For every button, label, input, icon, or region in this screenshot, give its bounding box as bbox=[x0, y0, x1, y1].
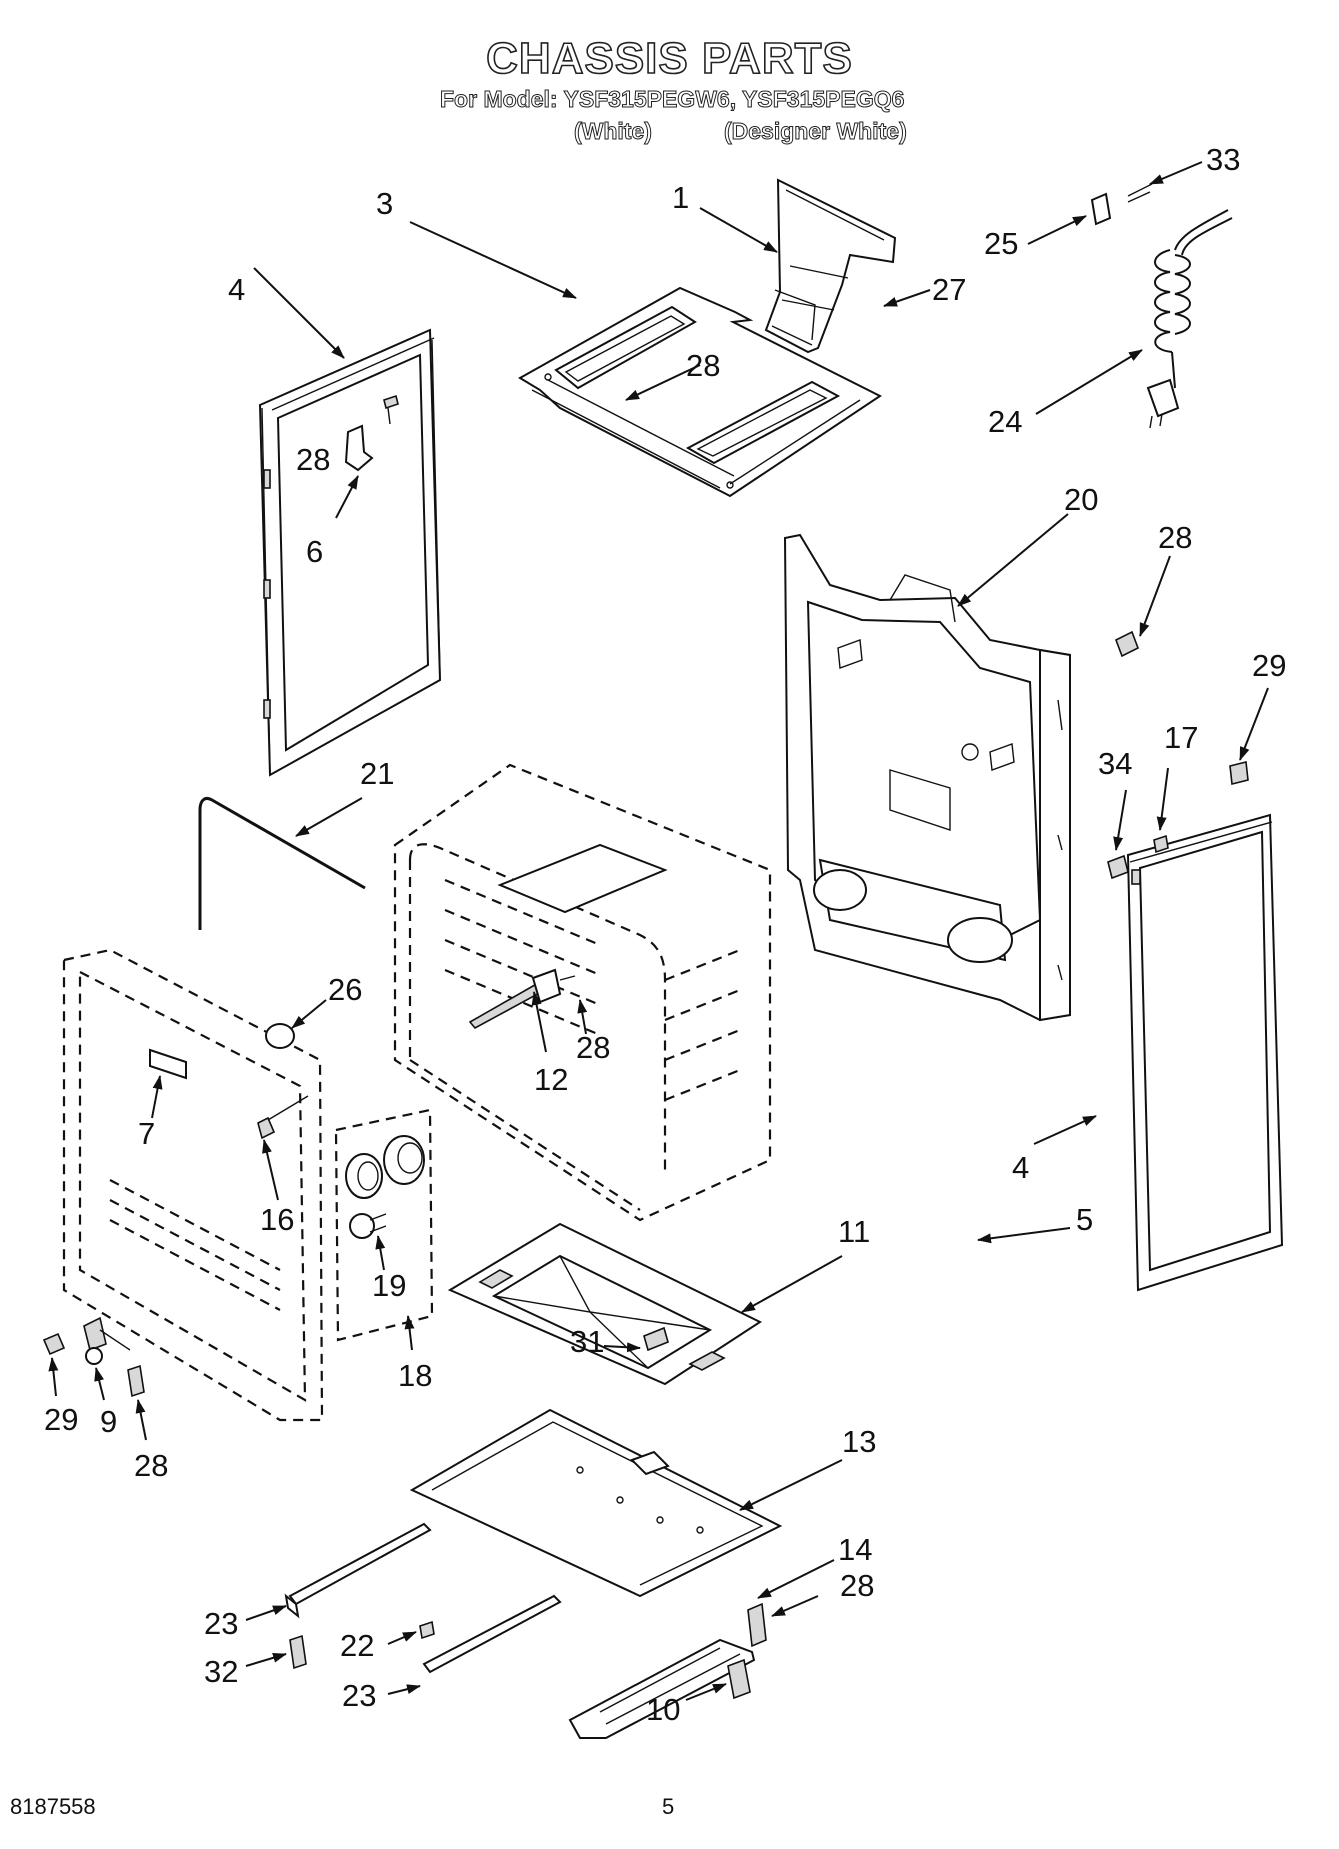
callout-22: 22 bbox=[340, 1628, 374, 1663]
leader-lines bbox=[48, 161, 1269, 1701]
callout-20: 20 bbox=[1064, 482, 1098, 517]
callout-31: 31 bbox=[570, 1324, 604, 1359]
callout-25: 25 bbox=[984, 226, 1018, 261]
callout-10: 10 bbox=[646, 1692, 680, 1727]
callout-23-upper: 23 bbox=[204, 1606, 238, 1641]
callout-24: 24 bbox=[988, 404, 1022, 439]
diagram-title: CHASSIS PARTS bbox=[485, 33, 853, 84]
variant-white: (White) bbox=[574, 118, 653, 145]
part-gasket bbox=[198, 796, 366, 930]
callout-28-side: 28 bbox=[296, 442, 330, 477]
part-screws-left bbox=[42, 1316, 145, 1398]
callout-34: 34 bbox=[1098, 746, 1132, 781]
callout-12: 12 bbox=[534, 1062, 568, 1097]
callout-4-right: 4 bbox=[1012, 1150, 1029, 1185]
callout-28-rail: 28 bbox=[840, 1568, 874, 1603]
part-vent-duct bbox=[764, 178, 897, 354]
callout-23-lower: 23 bbox=[342, 1678, 376, 1713]
callout-26: 26 bbox=[328, 972, 362, 1007]
part-side-panel-left bbox=[258, 328, 442, 777]
part-rear-panel bbox=[783, 533, 1071, 1022]
callout-17: 17 bbox=[1164, 720, 1198, 755]
callout-13: 13 bbox=[842, 1424, 876, 1459]
callout-28-left: 28 bbox=[134, 1448, 168, 1483]
part-broiler-pan bbox=[447, 1222, 763, 1386]
callout-3: 3 bbox=[376, 186, 393, 221]
callout-1: 1 bbox=[672, 180, 689, 215]
callout-18: 18 bbox=[398, 1358, 432, 1393]
model-line: For Model: YSF315PEGW6, YSF315PEGQ6 bbox=[439, 86, 905, 113]
callout-32: 32 bbox=[204, 1654, 238, 1689]
callout-labels: 1 3 33 25 27 4 28 28 24 6 20 28 29 21 34… bbox=[44, 142, 1286, 1727]
callout-29-right: 29 bbox=[1252, 648, 1286, 683]
callout-16: 16 bbox=[260, 1202, 294, 1237]
part-control-knobs bbox=[265, 1023, 434, 1342]
callout-28-top: 28 bbox=[686, 348, 720, 383]
part-power-cord bbox=[1090, 183, 1233, 429]
callout-4-left: 4 bbox=[228, 272, 245, 307]
callout-21: 21 bbox=[360, 756, 394, 791]
callout-28-cavity: 28 bbox=[576, 1030, 610, 1065]
page-number: 5 bbox=[662, 1794, 675, 1819]
callout-33: 33 bbox=[1206, 142, 1240, 177]
part-bracket bbox=[344, 394, 399, 472]
callout-27: 27 bbox=[932, 272, 966, 307]
callout-29-left: 29 bbox=[44, 1402, 78, 1437]
part-oven-cavity bbox=[393, 763, 772, 1222]
callout-5: 5 bbox=[1076, 1202, 1093, 1237]
part-rails-and-feet bbox=[284, 1522, 767, 1739]
callout-9: 9 bbox=[100, 1404, 117, 1439]
callout-19: 19 bbox=[372, 1268, 406, 1303]
variant-designer-white: (Designer White) bbox=[724, 118, 908, 145]
callout-14: 14 bbox=[838, 1532, 872, 1567]
callout-11: 11 bbox=[838, 1214, 870, 1249]
part-top-panel bbox=[518, 286, 882, 498]
callout-7: 7 bbox=[138, 1116, 155, 1151]
document-number: 8187558 bbox=[10, 1794, 96, 1819]
part-door-outline bbox=[62, 948, 324, 1422]
part-side-panel-right bbox=[1126, 813, 1284, 1292]
callout-28-rear: 28 bbox=[1158, 520, 1192, 555]
part-bottom-panel bbox=[409, 1408, 783, 1598]
callout-6: 6 bbox=[306, 534, 323, 569]
part-screws-right bbox=[1107, 630, 1249, 880]
